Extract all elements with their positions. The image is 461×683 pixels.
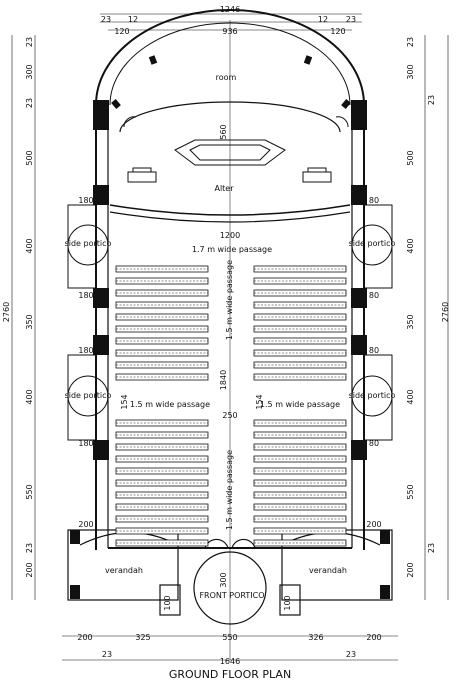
dim-left-23-b: 23 (25, 98, 34, 108)
dim-right-400-a: 400 (406, 238, 415, 253)
dim-gap-250: 250 (222, 411, 237, 420)
dim-verandah-200-right: 200 (366, 520, 381, 529)
plan-title: GROUND FLOOR PLAN (169, 668, 291, 681)
dim-left-overall: 2760 (2, 302, 11, 322)
altar-furniture (123, 116, 349, 183)
dim-side-80-1: 80 (369, 196, 379, 205)
dim-top-23-left: 23 (101, 15, 111, 24)
labels: 1246 23 12 12 23 120 936 120 room 560 Al… (2, 5, 450, 681)
side-porticos (67, 204, 393, 441)
dim-bottom-23-right: 23 (346, 650, 356, 659)
label-side-portico-br: side portico (349, 391, 396, 400)
dim-right-overall: 2760 (441, 302, 450, 322)
dim-side-180-3: 180 (78, 346, 93, 355)
dim-bottom-200-left: 200 (77, 633, 92, 642)
dim-left-550: 550 (25, 484, 34, 499)
dim-left-23-c: 23 (25, 543, 34, 553)
dim-right-23-bottom: 23 (427, 543, 436, 553)
dim-top-120-right: 120 (330, 27, 345, 36)
label-side-portico-tl: side portico (65, 239, 112, 248)
dim-right-400-b: 400 (406, 389, 415, 404)
label-passage-lower: 1.5 m wide passage (225, 450, 234, 530)
label-room: room (216, 73, 237, 82)
dim-side-154-left: 154 (120, 394, 129, 409)
dim-porch-100-right: 100 (283, 595, 292, 610)
dim-width-1200: 1200 (220, 231, 240, 240)
dim-left-400-b: 400 (25, 389, 34, 404)
dim-top-120-left: 120 (114, 27, 129, 36)
dim-right-200: 200 (406, 562, 415, 577)
label-passage-main: 1.7 m wide passage (192, 245, 272, 254)
label-passage-right: 1.5 m wide passage (260, 400, 340, 409)
dim-right-500: 500 (406, 150, 415, 165)
dim-nave-1840: 1840 (219, 370, 228, 390)
dim-altar-depth: 560 (219, 124, 228, 139)
dim-right-23-far: 23 (427, 95, 436, 105)
dim-porch-300: 300 (219, 572, 228, 587)
apse-details (111, 55, 351, 109)
label-verandah-left: verandah (105, 566, 143, 575)
dim-bottom-325: 325 (135, 633, 150, 642)
dim-verandah-200-left: 200 (78, 520, 93, 529)
dim-top-inner: 936 (222, 27, 237, 36)
label-altar: Alter (214, 184, 234, 193)
dim-top-12-right: 12 (318, 15, 328, 24)
dim-right-300: 300 (406, 64, 415, 79)
dim-side-154-right: 154 (255, 394, 264, 409)
pews (115, 265, 347, 547)
dim-top-12-left: 12 (128, 15, 138, 24)
dim-porch-100-left: 100 (163, 595, 172, 610)
label-verandah-right: verandah (309, 566, 347, 575)
dim-side-80-4: 80 (369, 439, 379, 448)
dim-bottom-23-left: 23 (102, 650, 112, 659)
dimension-lines (11, 13, 449, 661)
dim-bottom-200-right: 200 (366, 633, 381, 642)
dim-right-23-top: 23 (406, 37, 415, 47)
dim-left-400-a: 400 (25, 238, 34, 253)
dim-side-80-3: 80 (369, 346, 379, 355)
dim-top-23-right: 23 (346, 15, 356, 24)
dim-side-80-2: 80 (369, 291, 379, 300)
dim-right-350: 350 (406, 314, 415, 329)
label-passage-center: 1.5 m wide passage (225, 260, 234, 340)
dim-side-180-2: 180 (78, 291, 93, 300)
dim-bottom-total: 1646 (220, 657, 240, 666)
dim-left-500: 500 (25, 150, 34, 165)
label-side-portico-bl: side portico (65, 391, 112, 400)
dim-left-350: 350 (25, 314, 34, 329)
label-passage-left: 1.5 m wide passage (130, 400, 210, 409)
dim-bottom-550: 550 (222, 633, 237, 642)
dim-side-180-1: 180 (78, 196, 93, 205)
dim-bottom-326: 326 (308, 633, 323, 642)
wall-piers (70, 100, 390, 599)
label-side-portico-tr: side portico (349, 239, 396, 248)
label-front-portico: FRONT PORTICO (199, 591, 264, 600)
dim-side-180-4: 180 (78, 439, 93, 448)
dim-left-200: 200 (25, 562, 34, 577)
dim-top-total: 1246 (220, 5, 240, 14)
dim-left-300: 300 (25, 64, 34, 79)
dim-right-550: 550 (406, 484, 415, 499)
dim-left-23-top: 23 (25, 37, 34, 47)
